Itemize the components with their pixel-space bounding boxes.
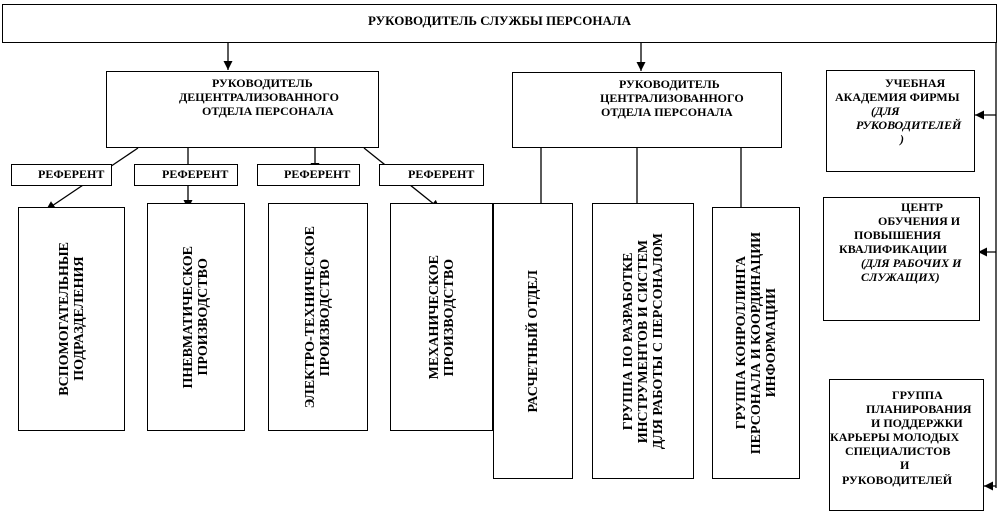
unit-electrotechnical-production: ЭЛЕКТРО-ТЕХНИЧЕСКОЕ ПРОИЗВОДСТВО (268, 203, 368, 431)
training-line-4: КВАЛИФИКАЦИИ (839, 242, 947, 256)
career-line-4: КАРЬЕРЫ МОЛОДЫХ (830, 430, 960, 444)
referent-label-1: РЕФЕРЕНТ (38, 167, 105, 181)
training-line-3: ПОВЫШЕНИЯ (854, 228, 941, 242)
unit-payroll-line-1: РАСЧЕТНЫЙ ОТДЕЛ (525, 269, 541, 413)
decentralized-head-line-2: ДЕЦЕНТРАЛИЗОВАННОГО (179, 90, 339, 104)
unit-mech-line-1: МЕХАНИЧЕСКОЕ (426, 254, 442, 380)
referent-box-4: РЕФЕРЕНТ (379, 164, 484, 186)
unit-dev-line-2: ИНСТРУМЕНТОВ И СИСТЕМ (635, 239, 651, 443)
referent-label-2: РЕФЕРЕНТ (162, 167, 229, 181)
unit-auxiliary-line-1: ВСПОМОГАТЕЛЬНЫЕ (56, 242, 72, 396)
unit-dev-tools-group: ГРУППА ПО РАЗРАБОТКЕ ИНСТРУМЕНТОВ И СИСТ… (592, 203, 694, 479)
career-line-6: И (900, 458, 910, 472)
unit-pneumatic-production: ПНЕВМАТИЧЕСКОЕ ПРОИЗВОДСТВО (147, 203, 245, 431)
training-line-1: ЦЕНТР (901, 200, 944, 214)
decentralized-head-line-3: ОТДЕЛА ПЕРСОНАЛА (202, 104, 334, 118)
head-of-personnel-service-label: РУКОВОДИТЕЛЬ СЛУЖБЫ ПЕРСОНАЛА (368, 13, 631, 28)
decentralized-head: РУКОВОДИТЕЛЬ ДЕЦЕНТРАЛИЗОВАННОГО ОТДЕЛА … (106, 71, 379, 148)
referent-label-4: РЕФЕРЕНТ (408, 167, 475, 181)
unit-auxiliary-divisions: ВСПОМОГАТЕЛЬНЫЕ ПОДРАЗДЕЛЕНИЯ (18, 207, 125, 431)
referent-box-2: РЕФЕРЕНТ (134, 164, 238, 186)
unit-dev-line-3: ДЛЯ РАБОТЫ С ПЕРСОНАЛОМ (650, 232, 666, 450)
academy-line-4: РУКОВОДИТЕЛЕЙ (856, 118, 962, 132)
unit-control-line-2: ПЕРСОНАЛА И КООРДИНАЦИИ (748, 231, 764, 455)
unit-auxiliary-line-2: ПОДРАЗДЕЛЕНИЯ (71, 256, 87, 382)
career-line-7: РУКОВОДИТЕЛЕЙ (842, 473, 953, 487)
unit-pneumatic-line-1: ПНЕВМАТИЧЕСКОЕ (181, 245, 196, 389)
referent-box-3: РЕФЕРЕНТ (257, 164, 360, 186)
decentralized-head-line-1: РУКОВОДИТЕЛЬ (212, 76, 313, 90)
academy-line-1: УЧЕБНАЯ (885, 76, 946, 90)
unit-mechanical-production: МЕХАНИЧЕСКОЕ ПРОИЗВОДСТВО (390, 203, 493, 431)
unit-electro-line-1: ЭЛЕКТРО-ТЕХНИЧЕСКОЕ (303, 225, 318, 409)
unit-controlling-group: ГРУППА КОНРОЛЛИНГА ПЕРСОНАЛА И КООРДИНАЦ… (712, 207, 800, 479)
career-line-5: СПЕЦИАЛИСТОВ (845, 444, 951, 458)
unit-payroll-department: РАСЧЕТНЫЙ ОТДЕЛ (493, 203, 573, 479)
academy-line-3: (ДЛЯ (871, 104, 900, 118)
academy-line-2: АКАДЕМИЯ ФИРМЫ (835, 90, 960, 104)
career-line-2: ПЛАНИРОВАНИЯ (866, 402, 972, 416)
centralized-head-line-2: ЦЕНТРАЛИЗОВАННОГО (600, 91, 744, 105)
referent-label-3: РЕФЕРЕНТ (284, 167, 351, 181)
career-group-box: ГРУППА ПЛАНИРОВАНИЯ И ПОДДЕРЖКИ КАРЬЕРЫ … (829, 379, 984, 511)
unit-pneumatic-line-2: ПРОИЗВОДСТВО (196, 258, 211, 376)
academy-box: УЧЕБНАЯ АКАДЕМИЯ ФИРМЫ (ДЛЯ РУКОВОДИТЕЛЕ… (826, 70, 975, 172)
head-of-personnel-service: РУКОВОДИТЕЛЬ СЛУЖБЫ ПЕРСОНАЛА (2, 4, 997, 43)
training-line-5: (ДЛЯ РАБОЧИХ И (861, 256, 962, 270)
unit-dev-line-1: ГРУППА ПО РАЗРАБОТКЕ (620, 252, 636, 430)
unit-electro-line-2: ПРОИЗВОДСТВО (318, 258, 333, 376)
unit-control-line-3: ИНФОРМАЦИИ (763, 288, 779, 398)
centralized-head-line-1: РУКОВОДИТЕЛЬ (619, 77, 720, 91)
training-center-box: ЦЕНТР ОБУЧЕНИЯ И ПОВЫШЕНИЯ КВАЛИФИКАЦИИ … (823, 197, 980, 321)
unit-control-line-1: ГРУППА КОНРОЛЛИНГА (733, 256, 749, 430)
referent-box-1: РЕФЕРЕНТ (11, 164, 112, 186)
unit-mech-line-2: ПРОИЗВОДСТВО (441, 258, 457, 376)
training-line-6: СЛУЖАЩИХ) (861, 270, 940, 284)
career-line-3: И ПОДДЕРЖКИ (871, 416, 963, 430)
centralized-head: РУКОВОДИТЕЛЬ ЦЕНТРАЛИЗОВАННОГО ОТДЕЛА ПЕ… (512, 72, 782, 148)
career-line-1: ГРУППА (892, 388, 943, 402)
centralized-head-line-3: ОТДЕЛА ПЕРСОНАЛА (601, 105, 733, 119)
academy-line-5: ) (900, 132, 904, 146)
training-line-2: ОБУЧЕНИЯ И (878, 214, 961, 228)
